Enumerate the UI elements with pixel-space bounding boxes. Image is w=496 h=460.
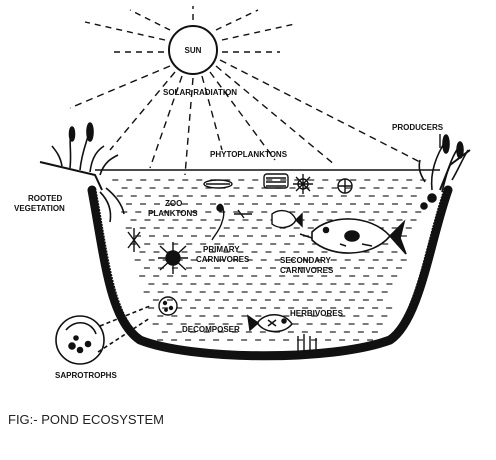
large-fish	[299, 218, 407, 255]
producers-plants	[418, 134, 469, 210]
solar-radiation-rays	[69, 59, 421, 176]
herbivores-label: HERBIVORES	[290, 309, 344, 318]
sun-disc	[168, 25, 218, 75]
primary-carnivore-organisms	[158, 209, 303, 274]
sun-label: SUN	[185, 46, 202, 55]
left-bank	[39, 161, 103, 191]
decomposer-label: DECOMPOSER	[182, 325, 240, 334]
phytoplankton-organisms	[203, 173, 353, 194]
herbivore-fish	[247, 314, 293, 333]
zoo-plankton-organisms	[127, 203, 252, 252]
sun: SUN	[168, 25, 218, 75]
saprotrophs-label: SAPROTROPHS	[55, 371, 117, 380]
primary-carnivores-label-line1: PRIMARY	[203, 245, 240, 254]
saprotrophs-magnified	[55, 305, 151, 365]
primary-carnivores-label-line2: CARNIVORES	[196, 255, 250, 264]
secondary-carnivores-label-line1: SECONDARY	[280, 256, 331, 265]
zoo-planktons-label-line2: PLANKTONS	[148, 209, 198, 218]
zoo-planktons-label-line1: ZOO	[165, 199, 182, 208]
producers-label: PRODUCERS	[392, 123, 444, 132]
solar-radiation-label: SOLAR RADIATION	[163, 88, 237, 97]
phytoplanktons-label: PHYTOPLANKTONS	[210, 150, 288, 159]
rooted-vegetation-label-line1: ROOTED	[28, 194, 62, 203]
secondary-carnivores-label-line2: CARNIVORES	[280, 266, 334, 275]
figure-caption: FIG:- POND ECOSYSTEM	[8, 412, 165, 427]
decomposer-organisms	[158, 296, 317, 352]
pond-basin	[87, 185, 453, 361]
sun-rays	[84, 6, 296, 53]
rooted-vegetation	[51, 122, 125, 223]
rooted-vegetation-label-line2: VEGETATION	[14, 204, 65, 213]
